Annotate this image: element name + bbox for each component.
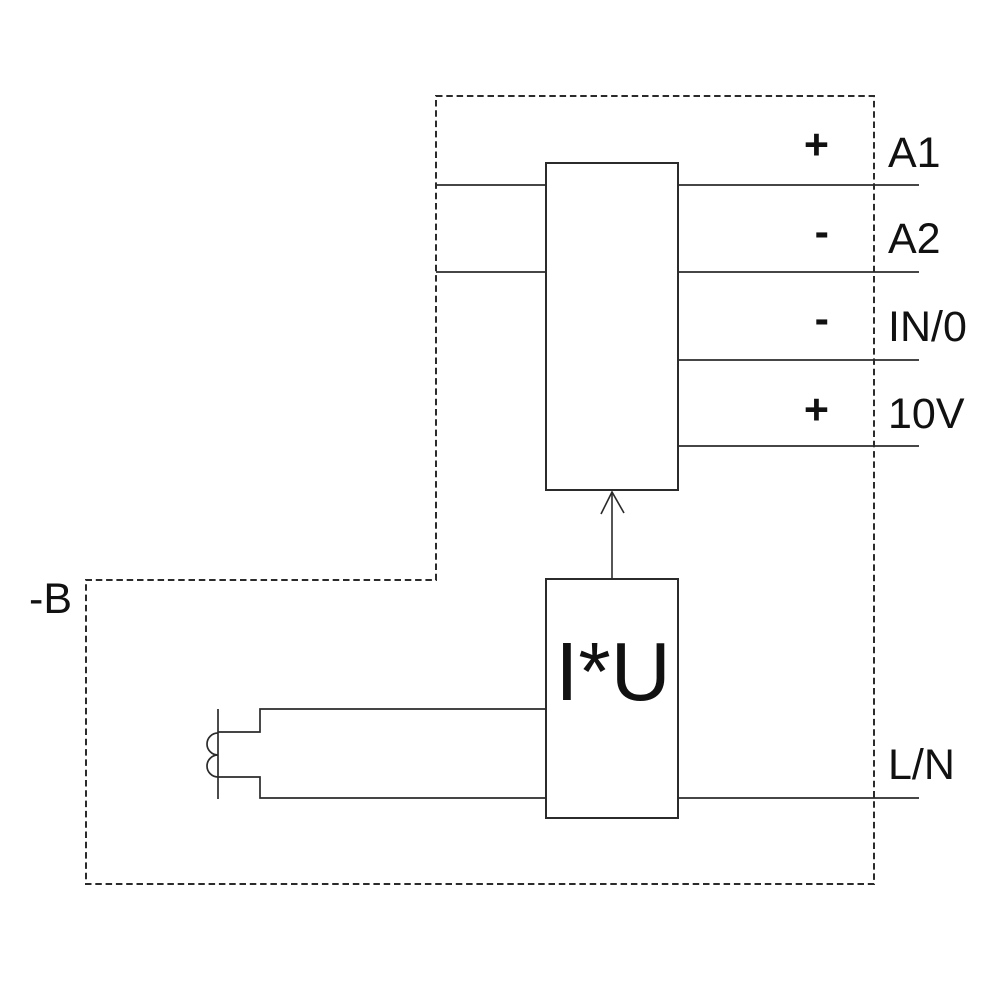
multiplier-block: [545, 578, 679, 819]
ct-coil-arcs: [206, 732, 219, 778]
terminal-label-in0: IN/0: [888, 303, 967, 351]
terminal-label-10v: 10V: [888, 390, 965, 438]
current-transformer-icon: [206, 708, 546, 799]
function-block-label: I*U: [555, 625, 670, 718]
terminal-polarity-10v: +: [804, 386, 829, 434]
terminal-label-ln: L/N: [888, 741, 955, 789]
ct-wire-upper: [218, 708, 546, 733]
ct-wire-lower: [218, 776, 546, 799]
terminal-polarity-a1: +: [804, 121, 829, 169]
terminal-label-a2: A2: [888, 215, 941, 263]
output-block: [545, 162, 679, 491]
terminal-label-a1: A1: [888, 129, 941, 177]
terminal-polarity-a2: -: [815, 208, 829, 256]
signal-flow-arrow-icon: [600, 490, 625, 579]
device-reference-label: -B: [29, 575, 72, 623]
device-boundary-dashed-outline: [85, 95, 875, 885]
terminal-polarity-in0: -: [815, 295, 829, 343]
